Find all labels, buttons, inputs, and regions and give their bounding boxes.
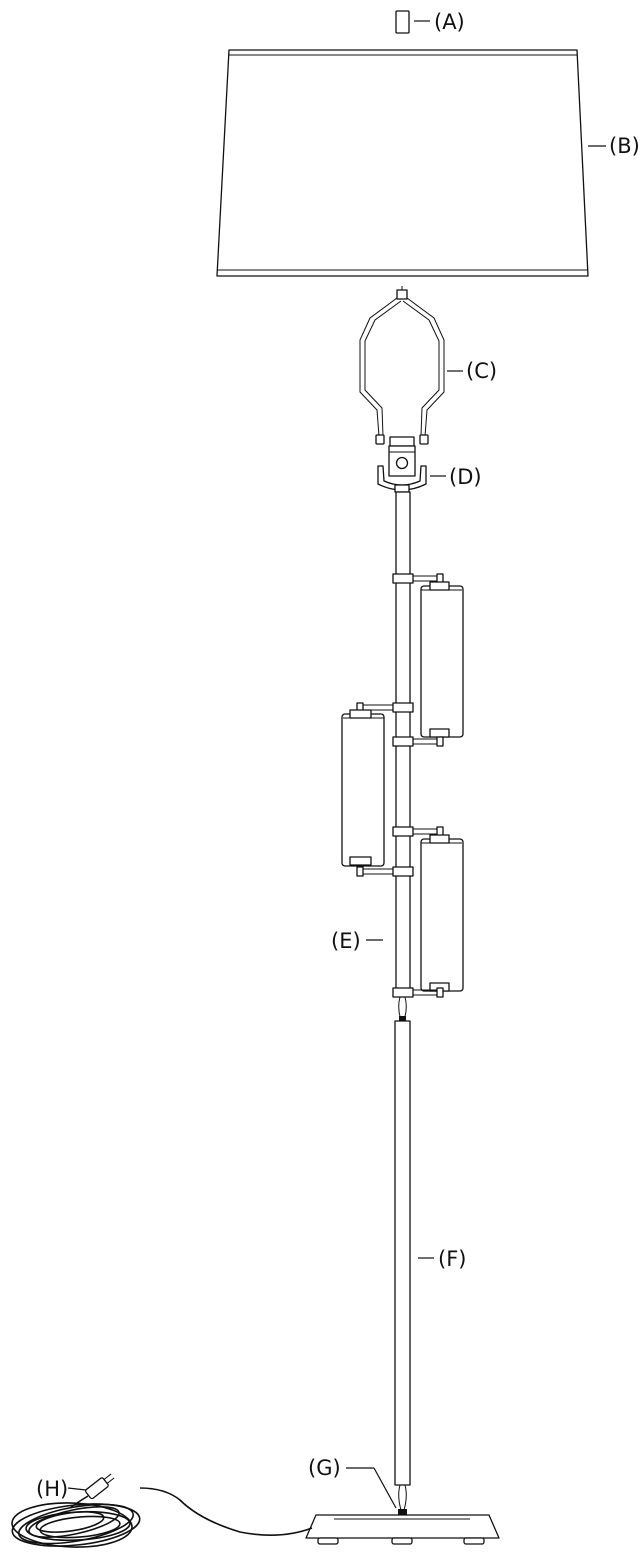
part-b-shade [216,49,589,277]
part-e-upper-pole [392,491,414,998]
leader-line-h [67,1487,87,1491]
label-c: (C) [466,359,497,383]
part-g-base [305,1484,500,1545]
shelf-panel-right-upper [413,573,464,747]
shelf-panel-right-lower [413,826,464,998]
label-e: (E) [331,929,361,953]
part-f-lower-pole [394,1020,411,1486]
leader-line-g-angled [373,1467,397,1509]
part-c-harp [359,286,445,445]
part-d-socket [377,436,427,493]
label-a: (A) [434,10,465,34]
shelf-panel-left [341,702,393,877]
label-g: (G) [308,1456,341,1480]
part-h-cord-and-plug [11,1473,313,1548]
part-a-finial [395,10,410,34]
label-h: (H) [36,1477,68,1501]
label-f: (F) [438,1247,466,1271]
label-b: (B) [609,134,640,158]
label-d: (D) [449,465,482,489]
connector-wires [398,996,407,1021]
